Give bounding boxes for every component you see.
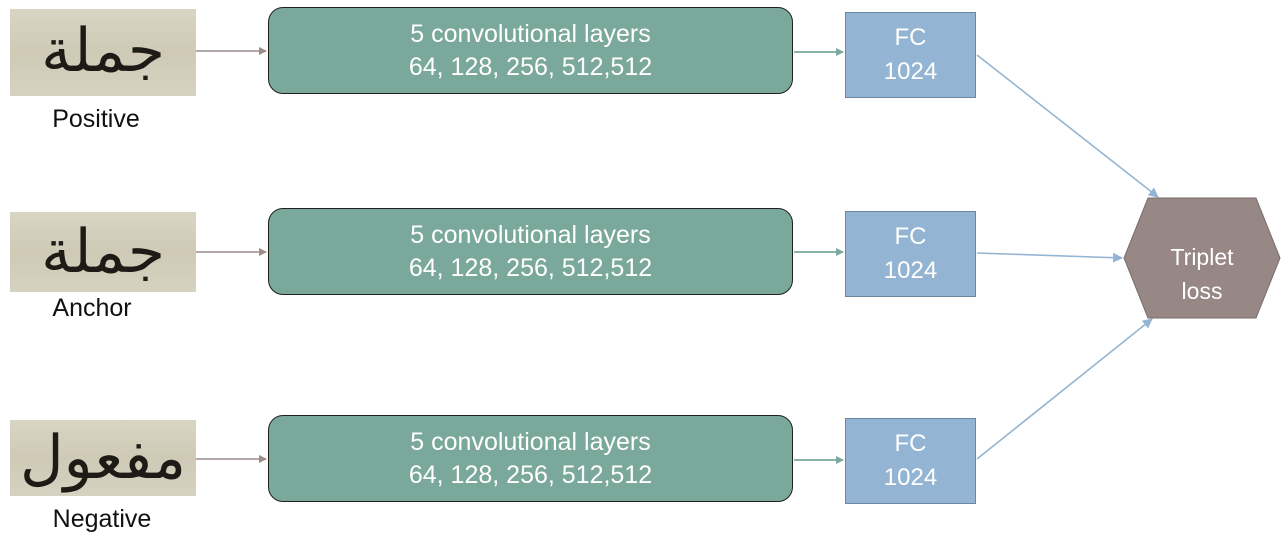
arrow-fc1-to-loss — [976, 54, 1159, 198]
positive-word-image: جملة — [10, 9, 196, 96]
fc-block-title: FC — [894, 430, 927, 457]
fc-block-units: 1024 — [883, 464, 938, 491]
fc-block-title: FC — [894, 223, 927, 250]
fc-block-units: 1024 — [883, 257, 938, 284]
conv-block-title: 5 convolutional layers — [410, 427, 651, 456]
conv-block-anchor: 5 convolutional layers 64, 128, 256, 512… — [268, 208, 793, 295]
conv-block-negative: 5 convolutional layers 64, 128, 256, 512… — [268, 415, 793, 502]
arrow-fc2-to-loss — [976, 252, 1123, 263]
positive-label: Positive — [52, 105, 140, 133]
anchor-word-image: جملة — [10, 212, 196, 292]
anchor-word-script: جملة — [41, 217, 165, 287]
negative-word-image: مفعول — [10, 420, 196, 496]
fc-block-units: 1024 — [883, 58, 938, 85]
fc-block-negative: FC 1024 — [845, 418, 976, 504]
triplet-loss-hexagon — [1123, 197, 1281, 319]
triplet-loss-label: Triplet loss — [1124, 226, 1280, 322]
anchor-label: Anchor — [52, 294, 132, 322]
conv-block-title: 5 convolutional layers — [410, 19, 651, 48]
fc-block-positive: FC 1024 — [845, 12, 976, 98]
conv-block-channels: 64, 128, 256, 512,512 — [408, 52, 653, 81]
fc-block-anchor: FC 1024 — [845, 211, 976, 297]
conv-block-positive: 5 convolutional layers 64, 128, 256, 512… — [268, 7, 793, 94]
positive-word-script: جملة — [41, 16, 165, 86]
arrow-fc3-to-loss — [976, 318, 1153, 460]
triplet-loss-line2: loss — [1181, 278, 1223, 304]
negative-label: Negative — [52, 505, 152, 533]
conv-block-channels: 64, 128, 256, 512,512 — [408, 460, 653, 489]
fc-block-title: FC — [894, 24, 927, 51]
conv-block-title: 5 convolutional layers — [410, 220, 651, 249]
conv-block-channels: 64, 128, 256, 512,512 — [408, 253, 653, 282]
negative-word-script: مفعول — [19, 423, 187, 493]
triplet-loss-line1: Triplet — [1170, 244, 1234, 270]
